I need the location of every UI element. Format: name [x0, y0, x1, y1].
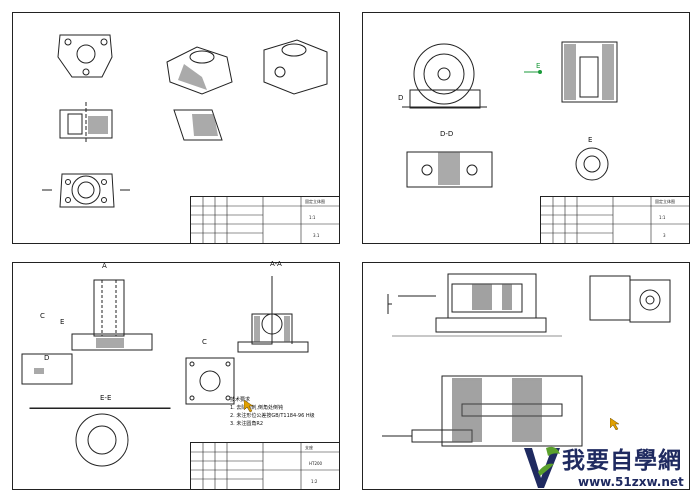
title-block-grid: [191, 197, 339, 243]
drawing-canvas: [42, 34, 328, 208]
view-label-e-arrow: E: [536, 62, 541, 70]
note-3: 3. 未注圆角R2: [230, 421, 264, 427]
drawing-canvas: [382, 273, 671, 447]
title-block-code: 1:1: [309, 215, 316, 220]
sheet-frame: [12, 262, 340, 490]
title-block-code: HT200: [309, 461, 323, 466]
title-block: 固定立体图 1:1 3: [540, 196, 690, 244]
sheet-frame: [12, 12, 340, 244]
v-logo-icon: [524, 446, 560, 488]
technical-notes: 技术要求 1. 去除毛刺,倒角处倒钝 2. 未注形位公差按GB/T1184-96…: [230, 396, 315, 428]
watermark-title: 我要自學網: [562, 448, 682, 474]
title-block-scale: 1:2: [311, 479, 318, 484]
drawing-canvas: [402, 41, 618, 188]
note-2: 2. 未注形位公差按GB/T1184-96 H级: [230, 413, 315, 419]
view-label-e: E: [588, 136, 593, 144]
view-label-dd: D-D: [440, 130, 454, 138]
drawing-canvas: [21, 276, 309, 467]
title-block-code: 1:1: [659, 215, 666, 220]
title-block-name: 支座: [305, 445, 313, 450]
title-block-grid: [191, 443, 339, 489]
view-label-c: C: [202, 338, 207, 346]
drawing-sheet-top-left[interactable]: 固定立体图 1:1 3.1: [2, 2, 348, 250]
drawing-sheet-top-right[interactable]: E D D-D E 固定立体图 1:1 3: [352, 2, 698, 250]
watermark-logo: 我要自學網 www.51zxw.net: [520, 440, 700, 500]
mouse-cursor-icon: [244, 400, 254, 412]
view-label-a: A: [102, 262, 107, 270]
title-block-number: 3.1: [313, 233, 320, 238]
notes-heading: 技术要求: [230, 397, 251, 403]
section-label-ee: E-E: [100, 394, 112, 402]
drawing-sheet-bottom-right[interactable]: [352, 254, 698, 498]
title-block: 支座 HT200 1:2: [190, 442, 340, 490]
mouse-cursor-icon: [610, 418, 620, 430]
title-block-name: 固定立体图: [305, 199, 325, 204]
drawing-sheet-bottom-left[interactable]: A A-A C E D C E-E 技术要求 1. 去除毛刺,倒角处倒钝 2. …: [2, 254, 348, 498]
sheet-frame: [362, 12, 690, 244]
title-block-grid: [541, 197, 689, 243]
title-block-name: 固定立体图: [655, 199, 675, 204]
view-label-c-arrow: C: [40, 312, 45, 320]
section-label-aa: A-A: [270, 260, 282, 268]
note-1: 1. 去除毛刺,倒角处倒钝: [230, 405, 283, 411]
title-block-number: 3: [663, 233, 666, 238]
watermark-url: www.51zxw.net: [578, 475, 684, 489]
view-label-e: E: [60, 318, 65, 326]
view-label-d: D: [398, 94, 404, 102]
title-block: 固定立体图 1:1 3.1: [190, 196, 340, 244]
sheet-frame: [362, 262, 690, 490]
view-label-d: D: [44, 354, 50, 362]
